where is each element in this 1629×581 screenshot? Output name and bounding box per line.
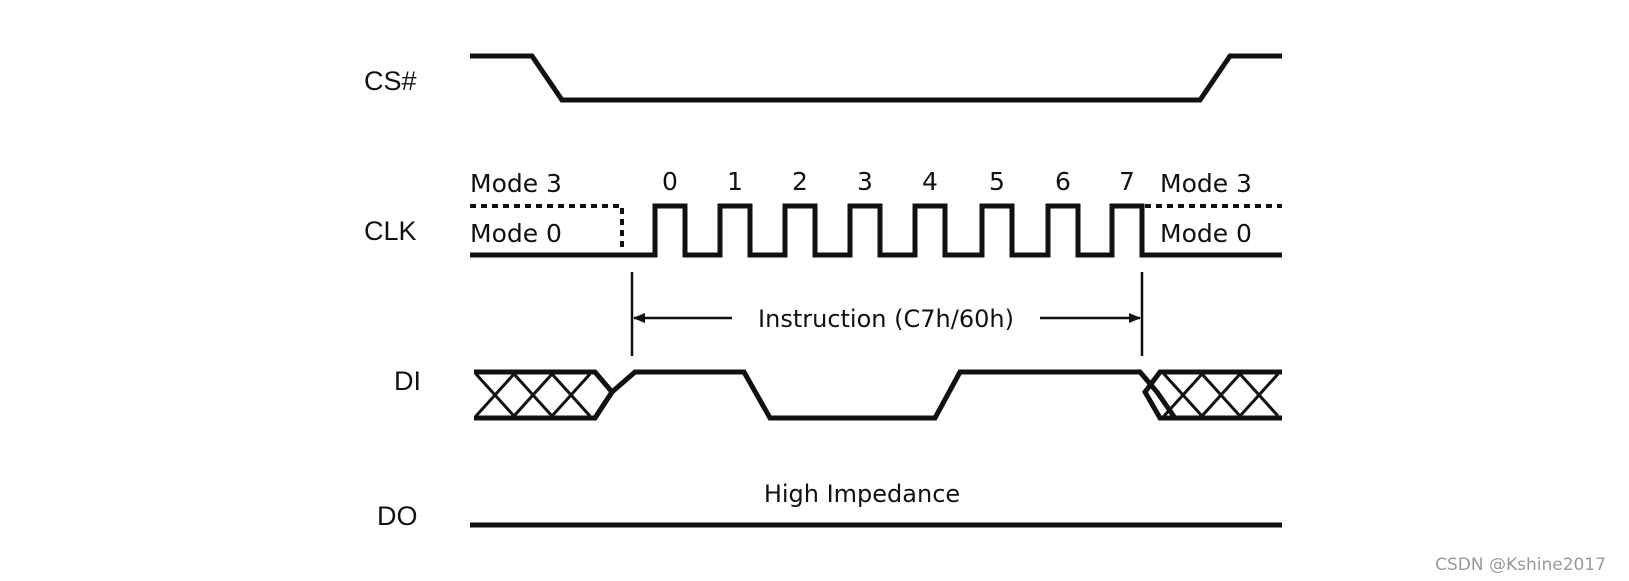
clk-cycle-label: 3	[857, 167, 873, 196]
di-waveform	[592, 369, 1178, 421]
clk-mode3-left-dashed	[470, 204, 624, 250]
clk-cycle-label: 5	[989, 167, 1005, 196]
di-dont-care-right	[1142, 369, 1282, 421]
di-dont-care-left	[474, 369, 616, 421]
di-signal-label: DI	[394, 366, 421, 396]
clk-mode0-left-label: Mode 0	[470, 219, 562, 248]
clk-waveform	[470, 203, 1282, 258]
clk-cycle-label: 2	[792, 167, 808, 196]
clk-mode3-right-label: Mode 3	[1160, 169, 1252, 198]
do-state-label: High Impedance	[764, 480, 960, 508]
clk-signal-label: CLK	[364, 216, 417, 246]
clk-mode3-left-label: Mode 3	[470, 169, 562, 198]
clk-cycle-label: 0	[662, 167, 678, 196]
cs-waveform	[470, 53, 1282, 103]
clk-cycle-labels: 0 1 2 3 4 5 6 7	[662, 167, 1135, 196]
clk-cycle-label: 4	[922, 167, 938, 196]
do-signal-label: DO	[377, 501, 418, 531]
instruction-label: Instruction (C7h/60h)	[758, 305, 1014, 333]
clk-mode0-right-label: Mode 0	[1160, 219, 1252, 248]
watermark-text: CSDN @Kshine2017	[1435, 555, 1606, 575]
clk-cycle-label: 1	[727, 167, 743, 196]
clk-cycle-label: 7	[1119, 167, 1135, 196]
clk-cycle-label: 6	[1055, 167, 1071, 196]
cs-signal-label: CS#	[364, 66, 417, 96]
